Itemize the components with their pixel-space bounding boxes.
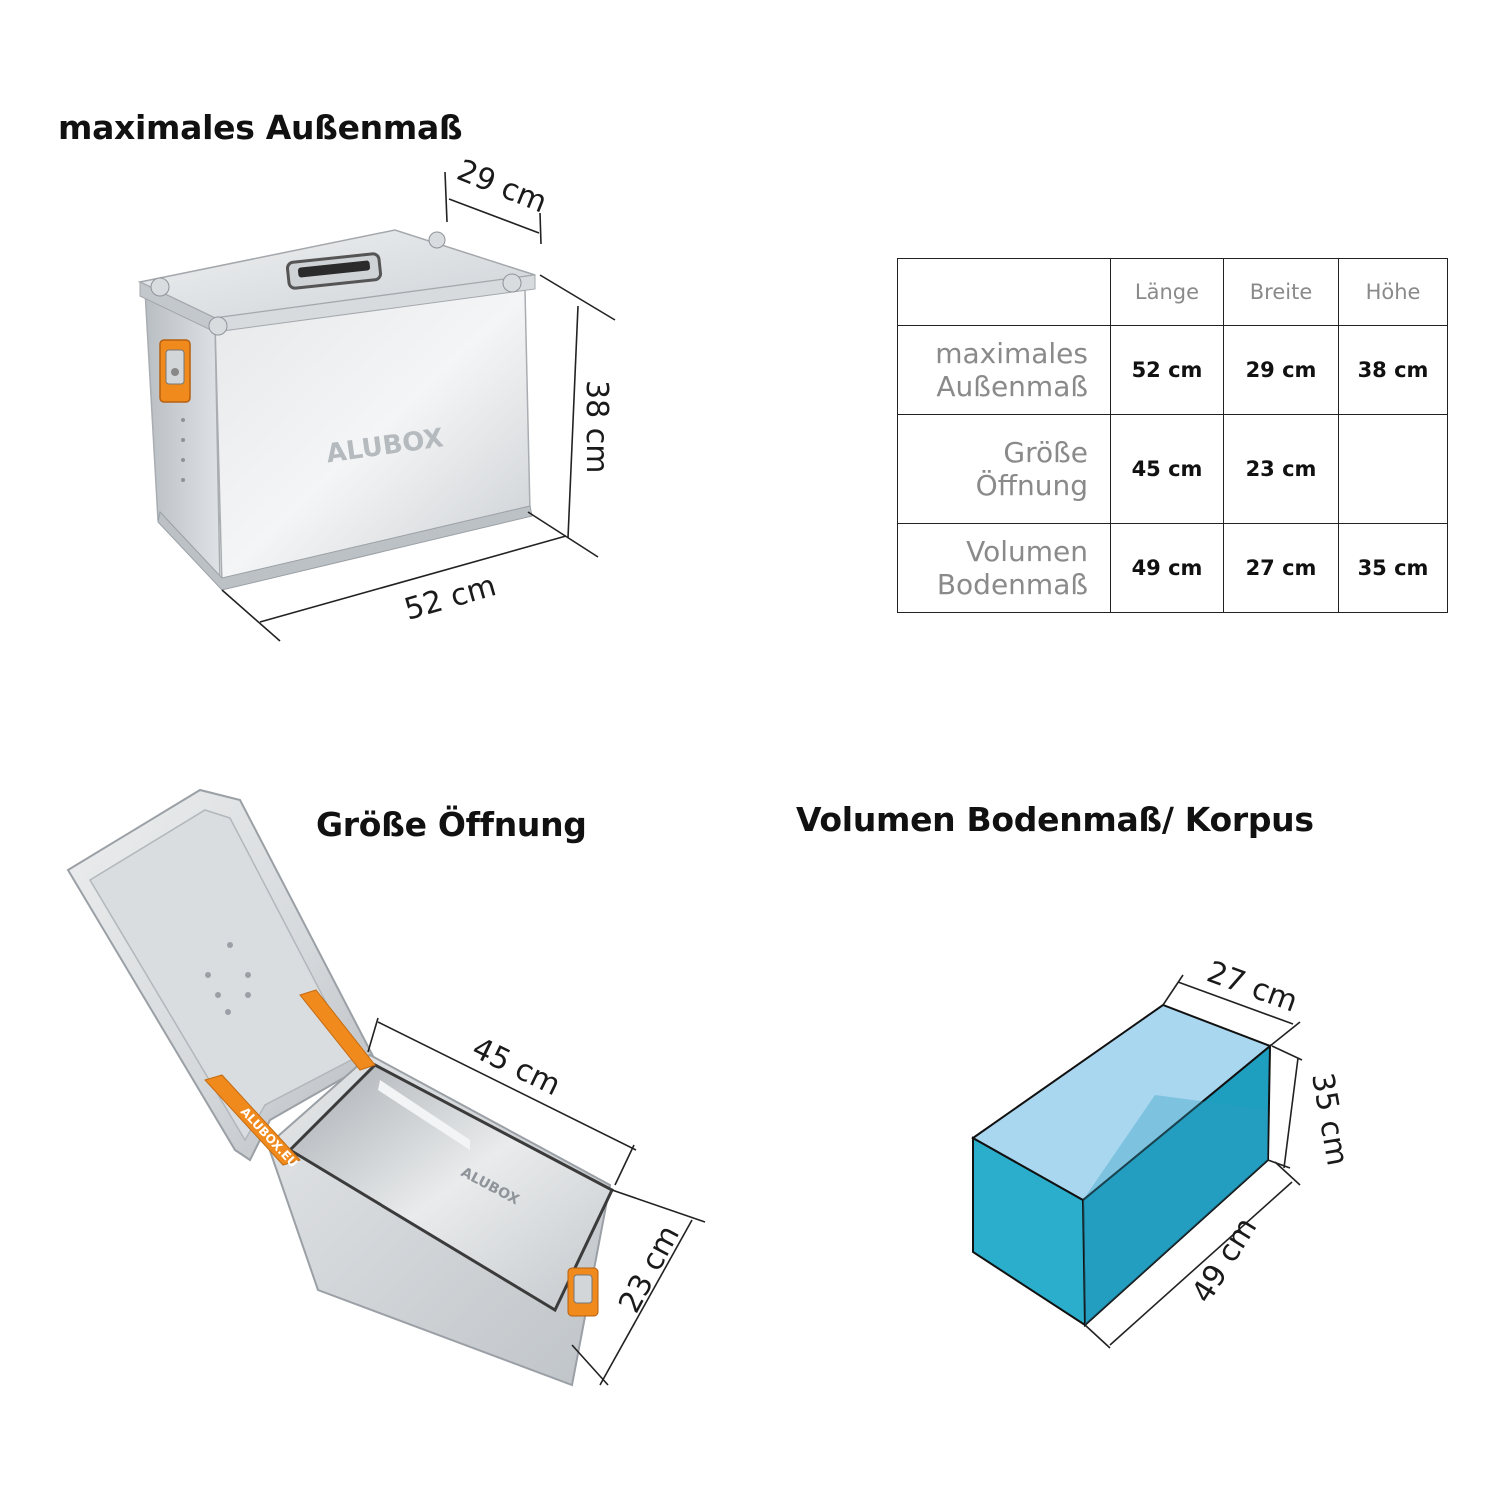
cell-volume-height: 35 cm xyxy=(1338,523,1448,613)
heading-opening-size: Größe Öffnung xyxy=(316,805,587,844)
closed-box-diagram: ALUBOX 29 cm 38 cm 52 cm xyxy=(137,153,616,642)
table-header-row: Länge Breite Höhe xyxy=(897,258,1448,326)
cell-opening-height xyxy=(1338,414,1448,524)
table-header-empty xyxy=(897,258,1111,326)
cell-outer-height: 38 cm xyxy=(1338,325,1448,415)
cell-outer-width: 29 cm xyxy=(1223,325,1339,415)
cell-volume-width: 27 cm xyxy=(1223,523,1339,613)
open-box-diagram: ALUBOX ALUBOX.EU 45 cm 23 cm xyxy=(66,788,706,1387)
cell-opening-length: 45 cm xyxy=(1110,414,1224,524)
heading-volume-floor: Volumen Bodenmaß/ Korpus xyxy=(796,800,1314,839)
volume-length-label: 49 cm xyxy=(1185,1211,1264,1309)
volume-height-label: 35 cm xyxy=(1304,1070,1355,1168)
cell-opening-width: 23 cm xyxy=(1223,414,1339,524)
heading-outer-dimensions: maximales Außenmaß xyxy=(58,108,463,147)
height-dimension-label: 38 cm xyxy=(579,380,614,473)
lid-strap xyxy=(204,989,376,1166)
